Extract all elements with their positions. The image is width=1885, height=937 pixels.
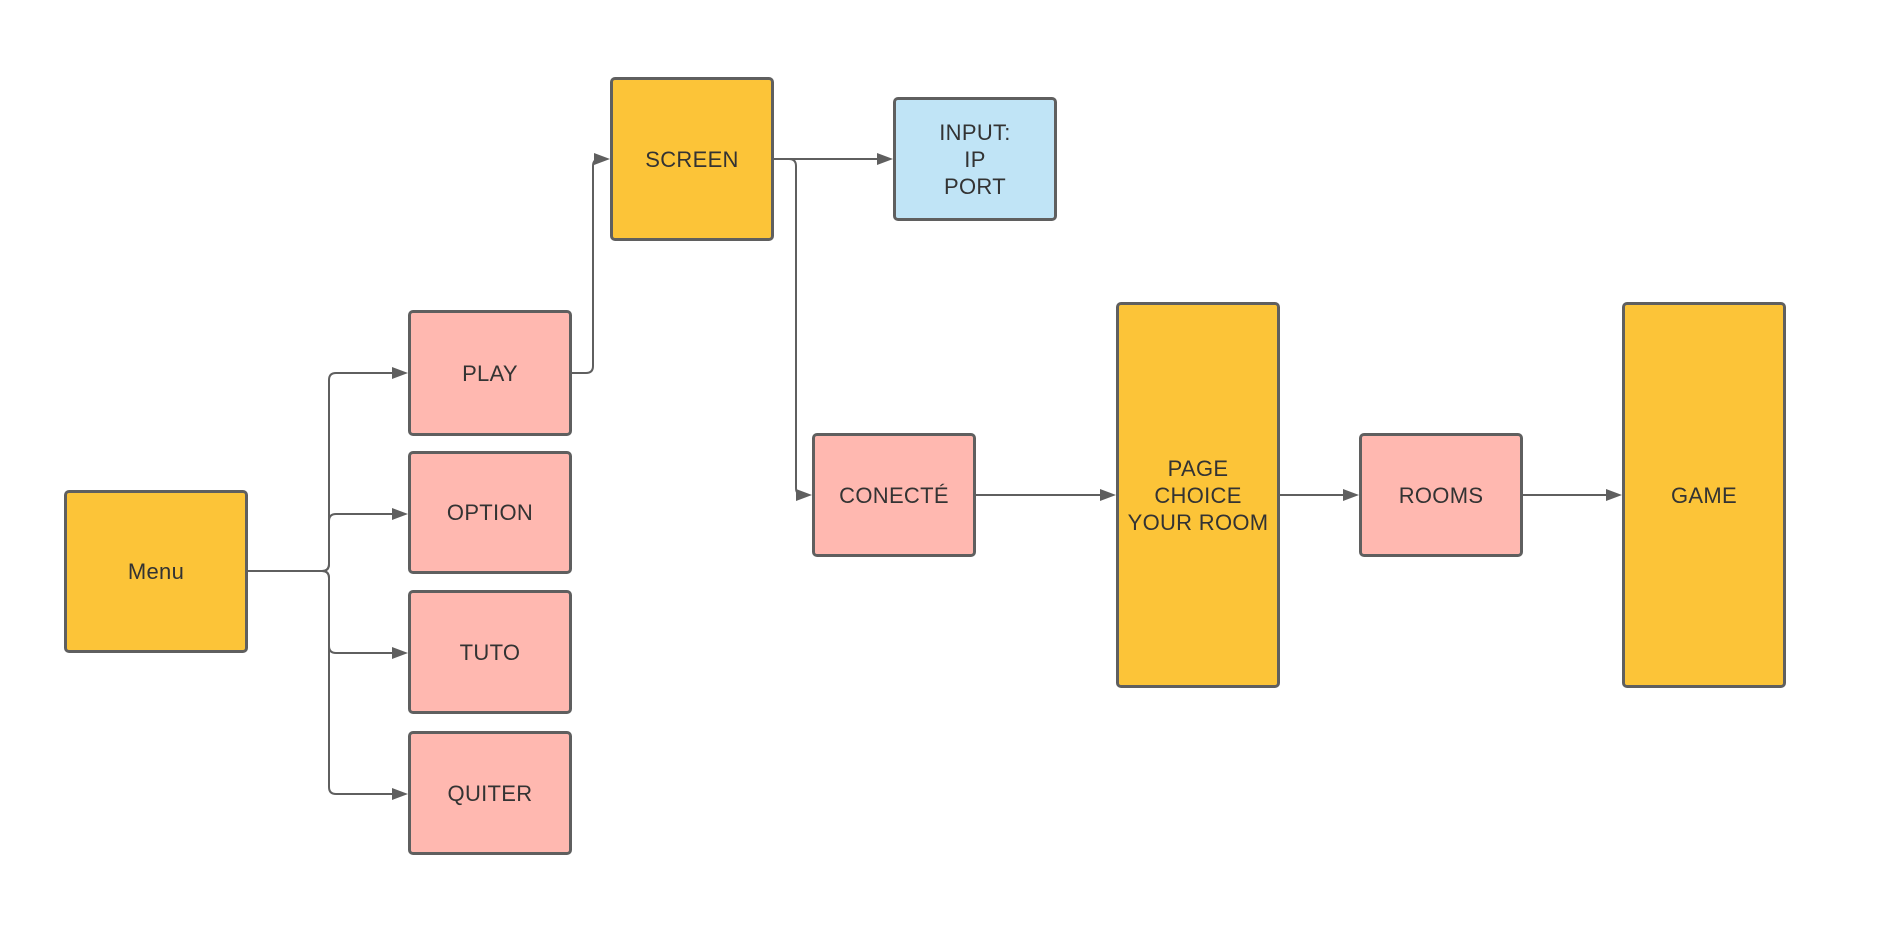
connector-line	[248, 570, 394, 654]
node-option[interactable]: OPTION	[408, 451, 572, 574]
connector-line	[248, 570, 394, 795]
arrowhead-icon	[392, 788, 408, 800]
arrowhead-icon	[1343, 489, 1359, 501]
node-game[interactable]: GAME	[1622, 302, 1786, 688]
connector-line	[774, 158, 804, 496]
connector-line	[572, 158, 601, 374]
node-page-choice-your-room[interactable]: PAGE CHOICE YOUR ROOM	[1116, 302, 1280, 688]
node-rooms-label: ROOMS	[1398, 482, 1484, 508]
arrowhead-icon	[796, 489, 812, 501]
arrowhead-icon	[1606, 489, 1622, 501]
connector-screen-to-conecte	[774, 158, 812, 501]
node-option-label: OPTION	[446, 500, 534, 525]
node-page-label: PAGE CHOICE YOUR ROOM	[1127, 455, 1269, 535]
node-play[interactable]: PLAY	[408, 310, 572, 436]
node-play-label: PLAY	[462, 360, 518, 386]
arrowhead-icon	[392, 367, 408, 379]
node-conecte-label: CONECTÉ	[839, 482, 949, 508]
node-menu-label: Menu	[127, 559, 185, 584]
connector-play-to-screen	[572, 153, 610, 374]
node-quiter[interactable]: QUITER	[408, 731, 572, 855]
node-screen[interactable]: SCREEN	[610, 77, 774, 241]
connector-page-to-rooms	[1280, 489, 1359, 501]
node-quiter-label: QUITER	[447, 780, 533, 806]
node-rooms[interactable]: ROOMS	[1359, 433, 1523, 557]
connector-line	[248, 513, 394, 572]
node-screen-label: SCREEN	[645, 146, 739, 172]
arrowhead-icon	[594, 153, 610, 165]
node-tuto-label: TUTO	[459, 639, 521, 665]
connector-conecte-to-page	[976, 489, 1116, 501]
connector-line	[248, 372, 394, 572]
node-game-label: GAME	[1671, 482, 1737, 508]
node-input[interactable]: INPUT: IP PORT	[893, 97, 1057, 221]
arrowhead-icon	[1100, 489, 1116, 501]
arrowhead-icon	[877, 153, 893, 165]
connector-menu-to-quiter	[248, 570, 408, 800]
node-menu[interactable]: Menu	[64, 490, 248, 653]
node-tuto[interactable]: TUTO	[408, 590, 572, 714]
arrowhead-icon	[392, 508, 408, 520]
node-conecte[interactable]: CONECTÉ	[812, 433, 976, 557]
arrowhead-icon	[392, 647, 408, 659]
connector-rooms-to-game	[1523, 489, 1622, 501]
node-input-label: INPUT: IP PORT	[939, 119, 1011, 199]
